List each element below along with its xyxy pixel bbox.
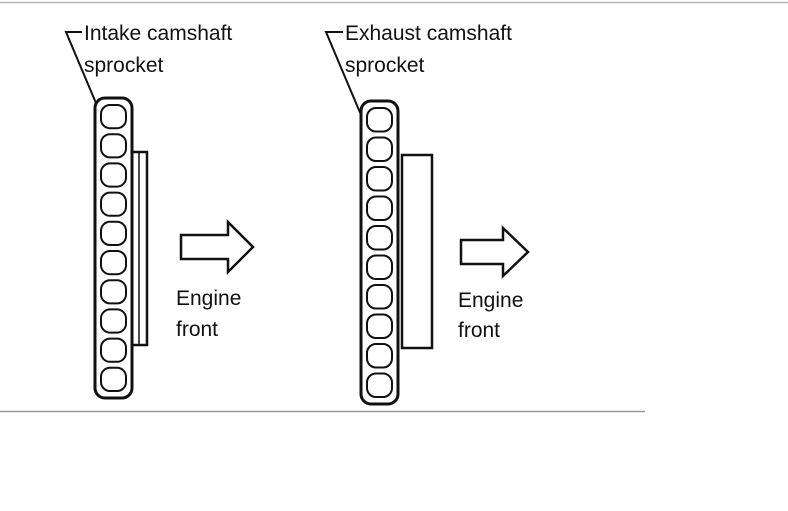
intake-sprocket-tooth: [100, 279, 127, 305]
intake-sprocket-tooth: [100, 337, 127, 363]
exhaust-sprocket-teeth: [366, 107, 393, 398]
exhaust-sprocket-tooth: [366, 166, 393, 192]
exhaust-hub: [400, 153, 434, 350]
exhaust-label-line1: Exhaust camshaft: [345, 22, 512, 45]
intake-label-line1: Intake camshaft: [84, 22, 232, 45]
exhaust-sprocket-group: Exhaust camshaft sprocket Engine front: [324, 22, 530, 406]
intake-sprocket: [93, 96, 149, 400]
exhaust-sprocket-tooth: [366, 372, 393, 398]
intake-sprocket-tooth: [100, 162, 127, 188]
intake-leader-line: [64, 31, 102, 116]
exhaust-sprocket-tooth: [366, 254, 393, 280]
exhaust-direction-arrow: [459, 225, 530, 279]
intake-sprocket-tooth: [100, 250, 127, 276]
exhaust-direction-line1: Engine: [458, 289, 523, 312]
intake-sprocket-tooth: [100, 191, 127, 217]
exhaust-sprocket-tooth: [366, 313, 393, 339]
intake-sprocket-tooth: [100, 220, 127, 247]
exhaust-sprocket: [359, 99, 434, 406]
exhaust-sprocket-tooth: [366, 343, 393, 369]
intake-direction-line1: Engine: [176, 287, 241, 310]
exhaust-sprocket-tooth: [366, 284, 393, 310]
intake-direction-arrow: [179, 218, 255, 276]
exhaust-sprocket-tooth: [366, 225, 393, 251]
exhaust-sprocket-tooth: [366, 195, 393, 221]
exhaust-leader-line: [324, 31, 365, 123]
intake-sprocket-teeth: [100, 104, 127, 392]
intake-sprocket-tooth: [100, 104, 127, 130]
intake-sprocket-tooth: [100, 366, 127, 392]
exhaust-sprocket-tooth: [366, 107, 393, 133]
exhaust-direction-line2: front: [458, 319, 500, 342]
intake-direction-line2: front: [176, 318, 218, 341]
intake-sprocket-tooth: [100, 308, 127, 334]
exhaust-label-line2: sprocket: [345, 54, 425, 77]
exhaust-sprocket-tooth: [366, 136, 393, 162]
intake-sprocket-group: Intake camshaft sprocket Engine front: [64, 22, 255, 400]
intake-sprocket-tooth: [100, 133, 127, 159]
intake-label-line2: sprocket: [84, 54, 164, 77]
